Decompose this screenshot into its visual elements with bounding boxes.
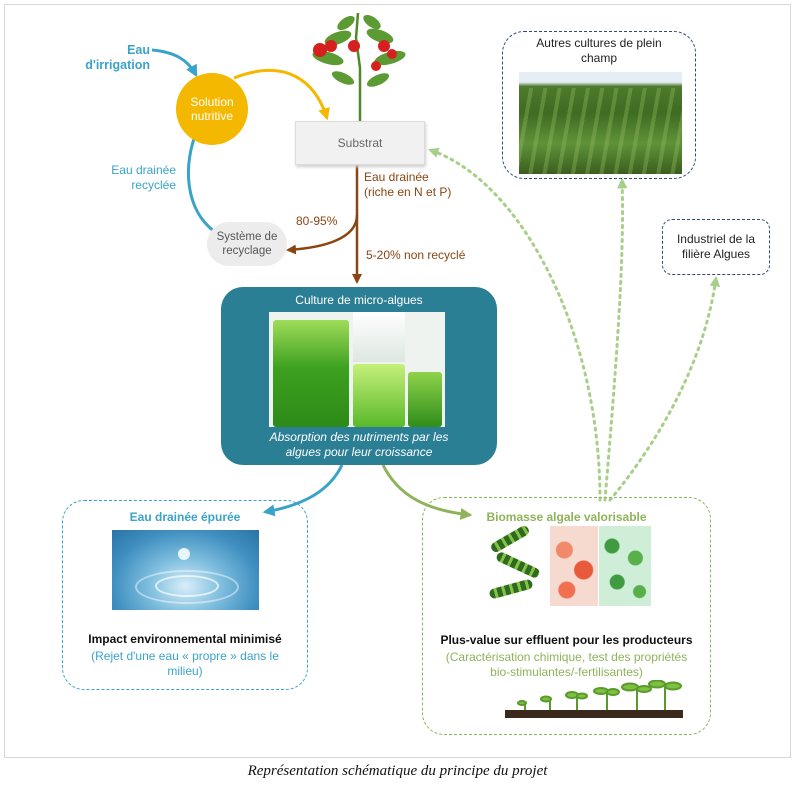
arrow-solution-substrat: [233, 68, 330, 121]
label-eau-irrigation: Eau d'irrigation: [85, 43, 150, 72]
label-pct-non-recycled: 5-20% non recyclé: [366, 248, 466, 262]
label-eau-drainee-riche: Eau drainée (riche en N et P): [364, 170, 452, 199]
epuree-title: Eau drainée épurée: [129, 510, 241, 524]
seedlings-illustration: [505, 680, 683, 718]
red-algae-photo: [550, 526, 598, 606]
impact-detail: (Rejet d'une eau « propre » dans le mili…: [91, 649, 279, 678]
biomasse-title: Biomasse algale valorisable: [486, 510, 647, 524]
box-industriel: Industriel de la filière Algues: [662, 219, 770, 275]
dotted-arrow-cultures: [603, 177, 628, 502]
arrow-substrat-recycle: [286, 163, 359, 255]
microalgae-tubes-photo: [269, 312, 445, 427]
arrow-culture-epuree: [262, 464, 344, 517]
diagram-connectors: [151, 48, 721, 520]
arrow-irrigation: [151, 48, 198, 78]
culture-absorption-text: Absorption des nutriments par les algues…: [269, 430, 449, 459]
culture-title: Culture de micro-algues: [295, 293, 423, 307]
water-drop-photo: [112, 530, 259, 610]
dotted-arrow-industriel: [608, 275, 721, 502]
figure-caption: Représentation schématique du principe d…: [247, 763, 548, 779]
field-crops-photo: [519, 72, 682, 174]
spirulina-photo: [483, 526, 549, 606]
node-culture-micro-algues: Culture de micro-algues Absorption des n…: [221, 287, 497, 465]
box-autres-cultures: Autres cultures de plein champ: [502, 31, 696, 179]
dotted-arrow-substrat: [428, 147, 602, 502]
label-eau-drainee-recyclee: Eau drainée recyclée: [111, 163, 176, 192]
plus-value-title: Plus-value sur effluent pour les product…: [440, 633, 693, 647]
box-biomasse: Biomasse algale valorisable Plus-value s…: [422, 497, 711, 735]
node-substrat: Substrat: [295, 121, 425, 165]
plus-value-detail: (Caractérisation chimique, test des prop…: [445, 650, 688, 679]
impact-title: Impact environnemental minimisé: [88, 632, 282, 646]
label-pct-recycled: 80-95%: [296, 214, 338, 228]
arrow-culture-biomasse: [381, 464, 473, 520]
green-algae-photo: [599, 526, 651, 606]
node-solution-nutritive: Solution nutritive: [176, 73, 248, 145]
node-systeme-recyclage: Système de recyclage: [207, 222, 287, 266]
box-eau-drainee-epuree: Eau drainée épurée Impact environnementa…: [62, 500, 308, 690]
label-autres-cultures: Autres cultures de plein champ: [536, 36, 662, 65]
arrow-recycle-solution: [186, 125, 216, 234]
tomato-plant-illustration: [312, 12, 406, 126]
